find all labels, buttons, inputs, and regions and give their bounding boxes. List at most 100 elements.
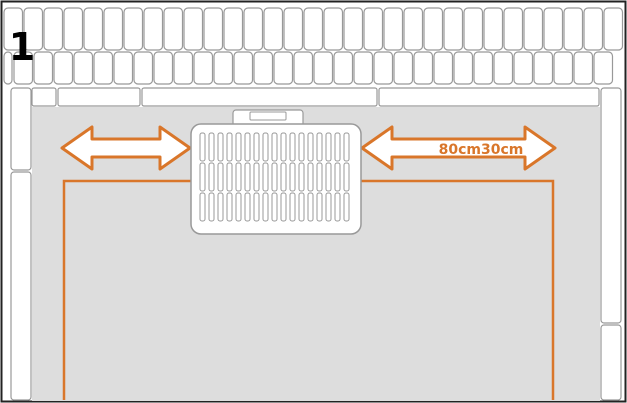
vent-slot <box>298 192 305 222</box>
vent-slot <box>307 162 314 192</box>
vent-slot <box>199 192 206 222</box>
wall-tile <box>123 7 144 51</box>
wall-tile <box>153 51 174 85</box>
right-clearance-arrow <box>360 125 557 171</box>
vent-slot <box>307 192 314 222</box>
wall-tile <box>333 51 354 85</box>
vent-slot <box>343 162 350 192</box>
wall-tile <box>93 51 114 85</box>
vent-slot <box>298 162 305 192</box>
wall-tile <box>203 7 224 51</box>
left-wall-column <box>10 87 32 401</box>
vent-slot <box>199 132 206 162</box>
vent-slot <box>208 162 215 192</box>
wall-tile <box>583 7 604 51</box>
vent-slot <box>217 132 224 162</box>
vent-slot <box>226 162 233 192</box>
wall-tile <box>53 51 74 85</box>
wall-tile <box>483 7 504 51</box>
wall-tile <box>443 7 464 51</box>
wall-tile <box>273 51 294 85</box>
wall-tile <box>83 7 104 51</box>
right-wall-column <box>600 87 622 401</box>
wall-tile <box>3 51 13 85</box>
vent-slot <box>244 162 251 192</box>
wall-tile <box>563 7 584 51</box>
wall-tile <box>43 7 64 51</box>
wall-tile <box>173 51 194 85</box>
wall-tile <box>233 51 254 85</box>
vent-slot <box>226 192 233 222</box>
wall-tile <box>223 7 244 51</box>
vent-slot <box>307 132 314 162</box>
wall-tile <box>33 51 54 85</box>
wall-tile <box>73 51 94 85</box>
wall-tile <box>513 51 534 85</box>
wall-tile <box>113 51 134 85</box>
vent-slot <box>316 162 323 192</box>
heater-unit <box>190 109 362 235</box>
vent-slot <box>217 162 224 192</box>
vent-slot <box>253 192 260 222</box>
vent-slot <box>226 132 233 162</box>
wall-tile <box>283 7 304 51</box>
wall-tile <box>573 51 594 85</box>
vent-slot <box>334 162 341 192</box>
step-number: 1 <box>9 25 35 69</box>
wall-tile <box>373 51 394 85</box>
wall-tile <box>493 51 514 85</box>
vent-slot <box>343 132 350 162</box>
vent-slot <box>325 162 332 192</box>
vent-slot <box>316 192 323 222</box>
dimension-label: 80cm30cm <box>439 142 524 158</box>
wall-tile <box>413 51 434 85</box>
wall-tile <box>63 7 84 51</box>
wall-tile <box>403 7 424 51</box>
wall-tile <box>343 7 364 51</box>
wall-tile <box>463 7 484 51</box>
vent-slot <box>253 162 260 192</box>
vent-slot <box>325 192 332 222</box>
vent-slot <box>334 132 341 162</box>
vent-slot <box>298 132 305 162</box>
vent-slot <box>208 192 215 222</box>
vent-slot <box>244 192 251 222</box>
ledge-strip <box>31 87 600 107</box>
wall-tile <box>23 7 44 51</box>
vent-slot <box>289 162 296 192</box>
wall-tile <box>393 51 414 85</box>
vent-slot <box>235 132 242 162</box>
wall-tile <box>163 7 184 51</box>
wall-tile <box>423 7 444 51</box>
vent-slot <box>280 162 287 192</box>
vent-slot <box>235 192 242 222</box>
wall-tile <box>363 7 384 51</box>
vent-slot <box>262 162 269 192</box>
wall-tile <box>103 7 124 51</box>
wall-tile <box>243 7 264 51</box>
wall-tile <box>593 51 614 85</box>
wall-tile <box>323 7 344 51</box>
wall-tile <box>263 7 284 51</box>
wall-tile <box>213 51 234 85</box>
wall-tile <box>303 7 324 51</box>
vent-slot <box>271 132 278 162</box>
wall-tile <box>433 51 454 85</box>
vent-slot <box>289 192 296 222</box>
vent-slot <box>235 162 242 192</box>
wall-tile <box>293 51 314 85</box>
wall-tile <box>353 51 374 85</box>
vent-slot <box>325 132 332 162</box>
wall-tile <box>503 7 524 51</box>
vent-slot <box>199 162 206 192</box>
vent-slot <box>280 192 287 222</box>
wall-tile <box>3 7 24 51</box>
wall-tile <box>13 51 34 85</box>
vent-slot <box>343 192 350 222</box>
vent-slot <box>271 162 278 192</box>
wall-tile <box>253 51 274 85</box>
wall-tile <box>133 51 154 85</box>
wall-tile <box>453 51 474 85</box>
wall-tile <box>533 51 554 85</box>
